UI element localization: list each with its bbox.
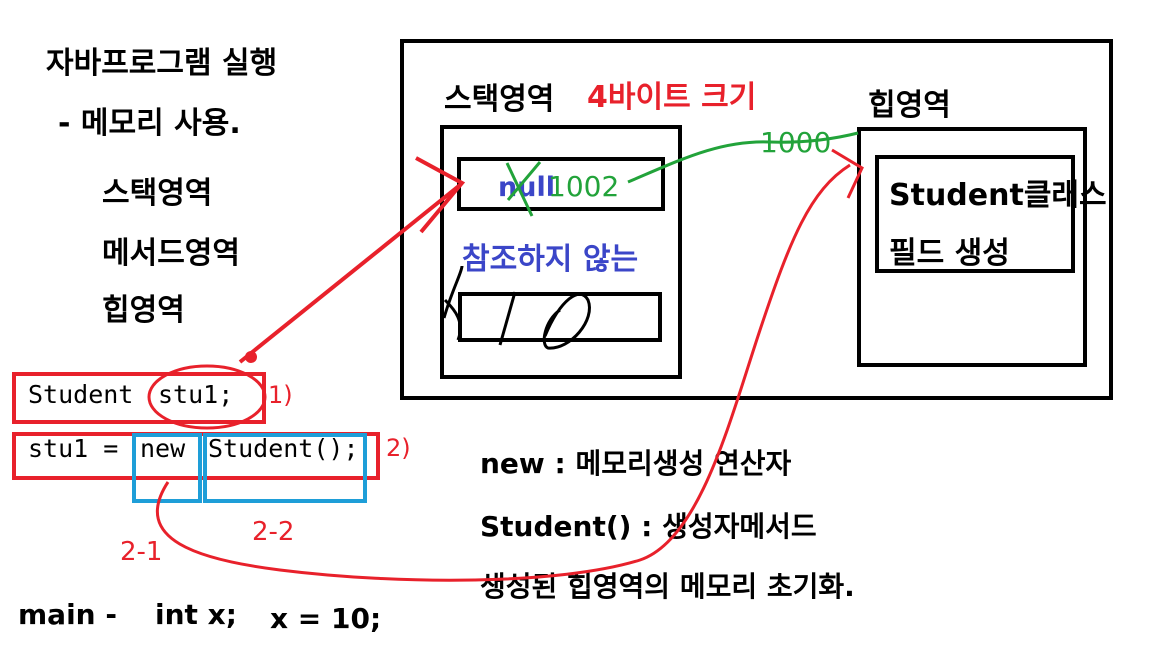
null-value: null	[498, 172, 555, 203]
sub-marker-2-2: 2-2	[252, 517, 294, 547]
heap-object-line2: 필드 생성	[889, 236, 1010, 271]
heap-object-line1: Student클래스	[889, 178, 1107, 213]
code-line2-new: new	[140, 434, 186, 463]
explain-new: new : 메모리생성 연산자	[480, 447, 792, 480]
ink-dot	[245, 351, 257, 363]
heap-box	[857, 127, 1087, 367]
main-label: main -	[18, 598, 117, 631]
code-line2-lhs: stu1 =	[28, 434, 119, 463]
stu1-variable-slot	[457, 157, 665, 211]
marker-1: 1)	[268, 381, 293, 409]
area-stack-text: 스택영역	[102, 176, 213, 211]
student-object	[875, 155, 1075, 273]
explain-ctor: Student() : 생성자메서드	[480, 510, 817, 543]
main-assign: x = 10;	[270, 602, 382, 635]
explain-init: 생성된 힙영역의 메모리 초기화.	[480, 570, 855, 603]
subtitle-text: - 메모리 사용.	[58, 106, 241, 141]
stack-size-note: 4바이트 크기	[587, 80, 757, 115]
unreferenced-slot	[458, 292, 662, 342]
area-method-text: 메서드영역	[102, 236, 240, 271]
code-line1-var: stu1;	[158, 380, 234, 409]
stack-label: 스택영역	[444, 82, 555, 117]
main-decl: int x;	[155, 598, 237, 631]
heap-label: 힙영역	[868, 88, 951, 123]
code-line1-type: Student	[28, 380, 134, 409]
unreferenced-note: 참조하지 않는	[462, 242, 639, 277]
marker-2: 2)	[386, 434, 411, 462]
sub-marker-2-1: 2-1	[120, 537, 162, 567]
code-line2-ctor: Student();	[208, 434, 359, 463]
title-text: 자바프로그램 실행	[46, 46, 278, 81]
area-heap-text: 힙영역	[102, 293, 185, 328]
